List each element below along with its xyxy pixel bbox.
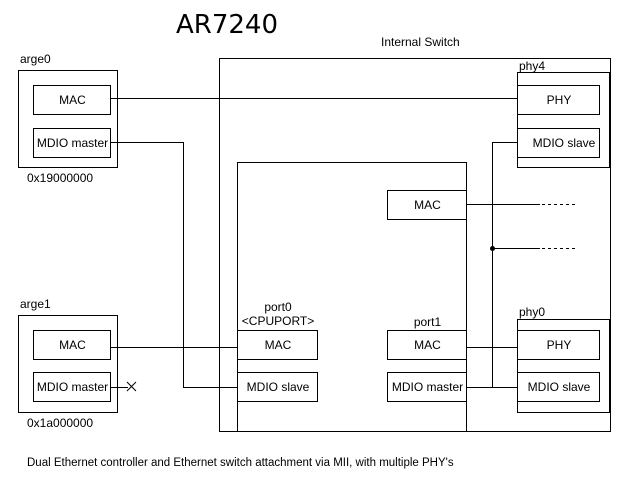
arge0-mdio-label: MDIO master	[36, 136, 109, 150]
phy0-phy-box	[517, 330, 600, 360]
port0-tag: <CPUPORT>	[241, 314, 315, 328]
arge1-box	[18, 315, 118, 413]
x-mark-b	[126, 381, 137, 392]
port1-label: port1	[413, 315, 442, 329]
arge0-address: 0x19000000	[27, 171, 94, 185]
phy0-label: phy0	[519, 305, 546, 319]
line-arge0-mdio-port0-mdio	[110, 142, 237, 388]
arge0-mac-label: MAC	[59, 93, 86, 107]
inner-mac-label: MAC	[414, 198, 441, 212]
port0-mac-label: MAC	[264, 338, 292, 352]
arge0-box	[18, 70, 118, 168]
arge0-mac-box	[33, 85, 111, 115]
arge1-address: 0x1a000000	[27, 416, 94, 430]
phy4-mdio-label: MDIO slave	[532, 136, 596, 150]
arge1-mac-box	[33, 330, 111, 360]
bus-junction-dot	[490, 246, 495, 251]
page-title: AR7240	[176, 10, 279, 40]
phy0-box	[517, 319, 610, 413]
port0-mdio-box	[237, 372, 318, 402]
phy4-box	[517, 72, 610, 168]
port1-mdio-label: MDIO master	[391, 380, 464, 394]
line-mdio-bus	[466, 142, 517, 388]
port0-mac-box	[237, 330, 318, 360]
phy0-mdio-box	[517, 372, 600, 402]
port1-mac-label: MAC	[414, 338, 441, 352]
phy0-mdio-label: MDIO slave	[527, 380, 591, 394]
arge1-label: arge1	[20, 297, 51, 311]
internal-switch-label: Internal Switch	[381, 35, 460, 49]
arge1-mdio-label: MDIO master	[36, 380, 109, 394]
arge0-label: arge0	[20, 52, 51, 66]
arge1-mac-label: MAC	[59, 338, 86, 352]
switch-core-box	[237, 162, 467, 432]
phy4-phy-label: PHY	[546, 93, 572, 107]
phy4-label: phy4	[519, 59, 546, 73]
port0-mdio-label: MDIO slave	[246, 380, 310, 394]
phy4-phy-box	[517, 85, 600, 115]
port0-label: port0	[264, 300, 292, 314]
diagram-caption: Dual Ethernet controller and Ethernet sw…	[27, 457, 454, 469]
phy4-mdio-box	[517, 128, 600, 158]
phy0-phy-label: PHY	[546, 338, 572, 352]
port1-mac-box	[387, 330, 467, 360]
